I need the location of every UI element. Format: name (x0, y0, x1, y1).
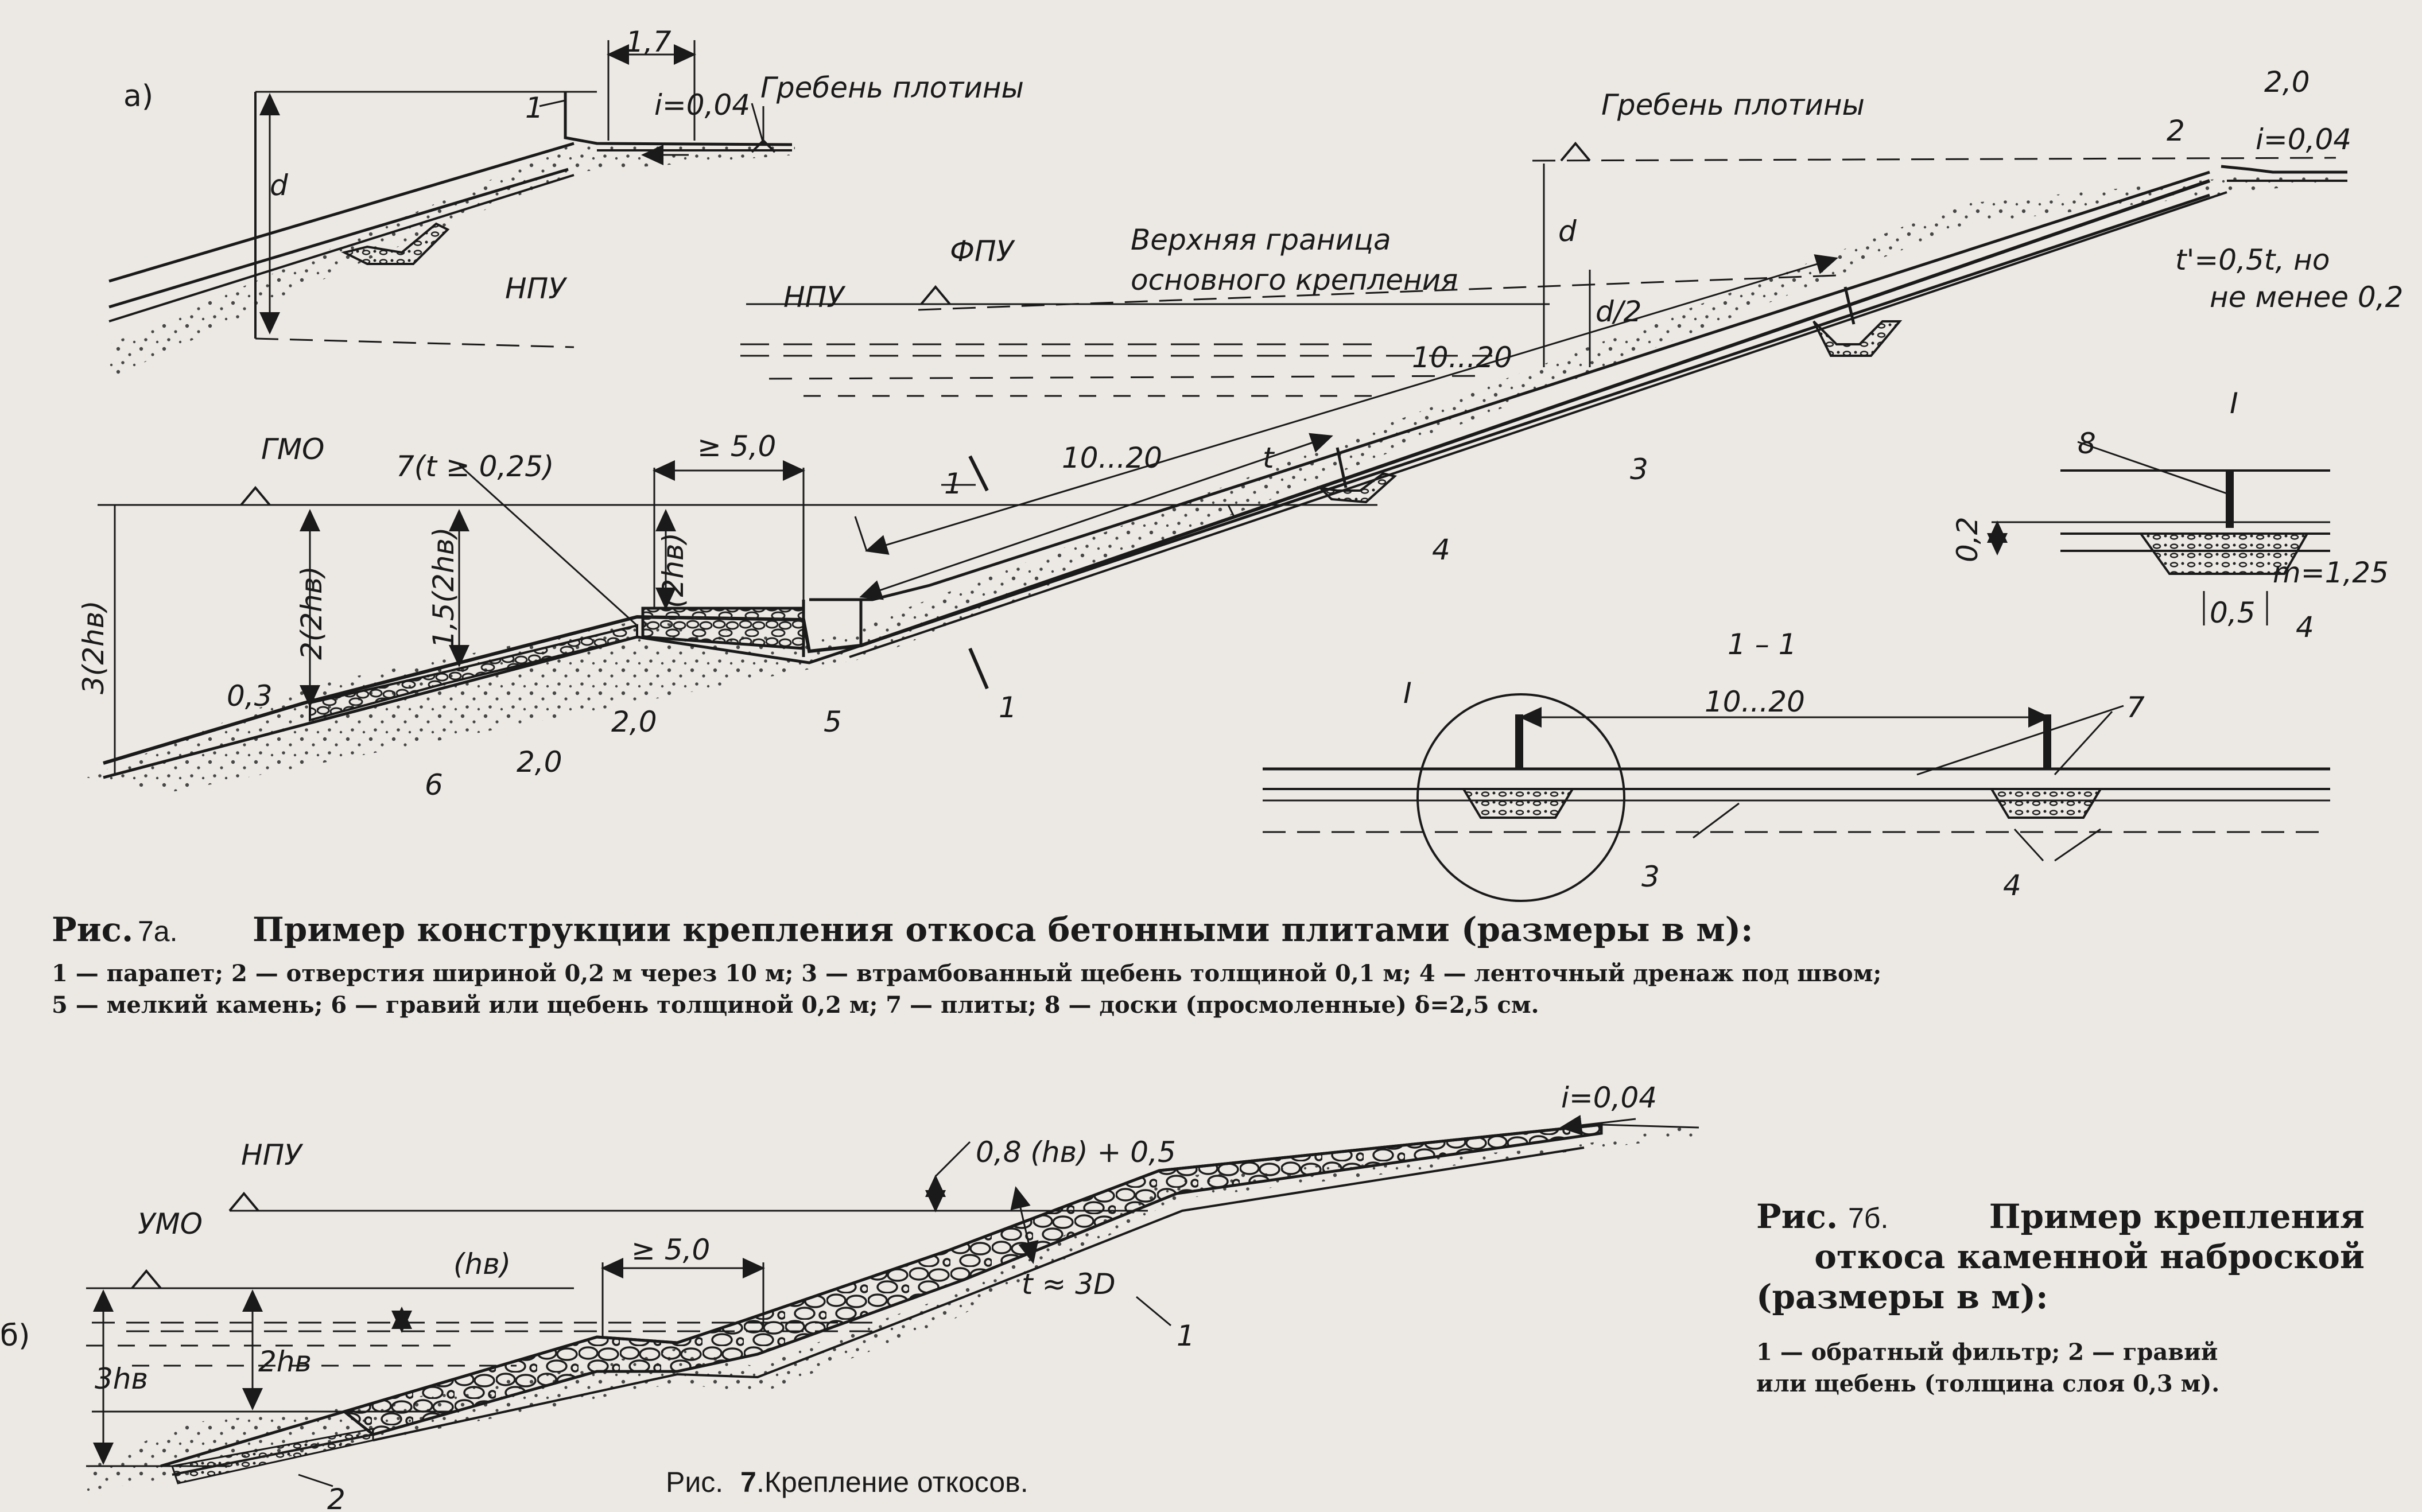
berm-width: ≥ 5,0 (697, 430, 776, 463)
caption-b-legend-2: или щебень (толщина слоя 0,3 м). (1756, 1370, 2219, 1397)
b-h2: 2hв (258, 1345, 312, 1378)
main-caption-num: 7 (740, 1466, 756, 1498)
part-b-label: б) (0, 1319, 30, 1353)
section-mark-top: 1 (944, 467, 962, 500)
callout-8: 8 (2078, 427, 2096, 460)
step-a: 2,0 (517, 745, 562, 779)
plate-thickness: 7(t ≥ 0,25) (396, 450, 554, 483)
h1: (2hв) (657, 532, 690, 608)
fpu: ФПУ (950, 235, 1016, 268)
crest-label-right: Гребень плотины (1601, 88, 1865, 122)
half-freeboard: d/2 (1596, 295, 1641, 328)
crest-width-top: 1,7 (626, 25, 672, 59)
crest-detail-top (108, 40, 795, 379)
npu-top: НПУ (505, 272, 568, 305)
h3: 3(2hв) (77, 600, 110, 694)
spacing-lower: 10...20 (1062, 441, 1162, 475)
caption-a-num: 7а. (138, 915, 178, 947)
callout-5: 5 (824, 705, 842, 738)
detail-vertical: 0,2 (1951, 516, 1984, 562)
rockfill-slope (86, 1114, 1699, 1492)
callout-7-section: 7 (2126, 691, 2145, 724)
callout-6: 6 (425, 768, 443, 802)
caption-b-num: 7б. (1848, 1202, 1888, 1234)
callout-3: 3 (1630, 453, 1648, 486)
gravel-thickness: 0,3 (227, 679, 273, 713)
b-callout-2: 2 (327, 1483, 346, 1512)
detail-I (1987, 441, 2330, 625)
callout-1: 1 (525, 91, 544, 125)
callout-4-section: 4 (2003, 869, 2021, 902)
slope-right: i=0,04 (2256, 123, 2351, 156)
crest-label-top: Гребень плотины (760, 71, 1024, 104)
b-hv: (hв) (453, 1247, 511, 1281)
caption-a-legend-1: 1 — парапет; 2 — отверстия шириной 0,2 м… (52, 960, 1881, 987)
t-note-2: не менее 0,2 (2210, 281, 2403, 314)
crest-width-right: 2,0 (2264, 65, 2310, 99)
b-callout-1: 1 (1177, 1319, 1195, 1352)
main-caption-text: .Крепление откосов. (756, 1466, 1028, 1498)
step-b: 2,0 (611, 705, 657, 738)
freeboard-top: d (270, 169, 288, 202)
b-slope-top: i=0,04 (1561, 1081, 1657, 1114)
detail-bottom: 0,5 (2210, 596, 2256, 629)
b-npu: НПУ (241, 1138, 304, 1172)
spacing-upper: 10...20 (1412, 341, 1512, 374)
gmo: ГМО (261, 433, 324, 466)
npu-mid: НПУ (783, 281, 846, 314)
main-caption-prefix: Рис. (666, 1466, 723, 1498)
section-mark-bottom: 1 (999, 691, 1017, 724)
b-umo: УМО (138, 1207, 203, 1241)
caption-a-prefix: Рис. (52, 910, 133, 949)
freeboard-right: d (1558, 215, 1577, 248)
level-markers (131, 139, 1591, 1289)
section-spacing: 10...20 (1705, 685, 1805, 718)
caption-a-legend-2: 5 — мелкий камень; 6 — гравий или щебень… (52, 992, 1539, 1019)
t-label: t (1263, 441, 1275, 475)
caption-b-title-2: откоса каменной наброской (1814, 1237, 2365, 1276)
caption-a-title: Пример конструкции крепления откоса бето… (253, 910, 1753, 949)
b-h3: 3hв (95, 1362, 148, 1396)
t-note-1: t'=0,5t, но (2175, 243, 2330, 277)
h2: 2(2hв) (295, 566, 328, 660)
callout-4-detail: 4 (2296, 611, 2314, 644)
upper-boundary-2: основного крепления (1131, 263, 1458, 297)
caption-b-prefix: Рис. (1756, 1197, 1838, 1236)
h15: 1,5(2hв) (427, 527, 460, 649)
caption-b-title-1: Пример крепления (1989, 1197, 2365, 1236)
section-1-1 (1263, 693, 2330, 902)
callout-2: 2 (2167, 114, 2185, 147)
caption-b-legend-1: 1 — обратный фильтр; 2 — гравий (1756, 1339, 2218, 1366)
section-title: 1 – 1 (1728, 628, 1796, 661)
detail-slope: m=1,25 (2273, 556, 2389, 589)
slope-top: i=0,04 (654, 88, 750, 122)
detail-title: I (2230, 387, 2238, 420)
part-a-label: а) (123, 79, 153, 114)
b-layer-thickness: t ≈ 3D (1022, 1268, 1116, 1301)
caption-b-title-3: (размеры в м): (1756, 1277, 2048, 1316)
concrete-plate-slope (86, 157, 2347, 792)
upper-boundary-1: Верхняя граница (1131, 223, 1391, 256)
b-freeboard: 0,8 (hв) + 0,5 (976, 1136, 1176, 1169)
callout-4: 4 (1432, 533, 1450, 566)
b-berm-width: ≥ 5,0 (631, 1233, 710, 1266)
section-detail-mark: I (1403, 677, 1412, 710)
callout-3-section: 3 (1641, 860, 1660, 893)
